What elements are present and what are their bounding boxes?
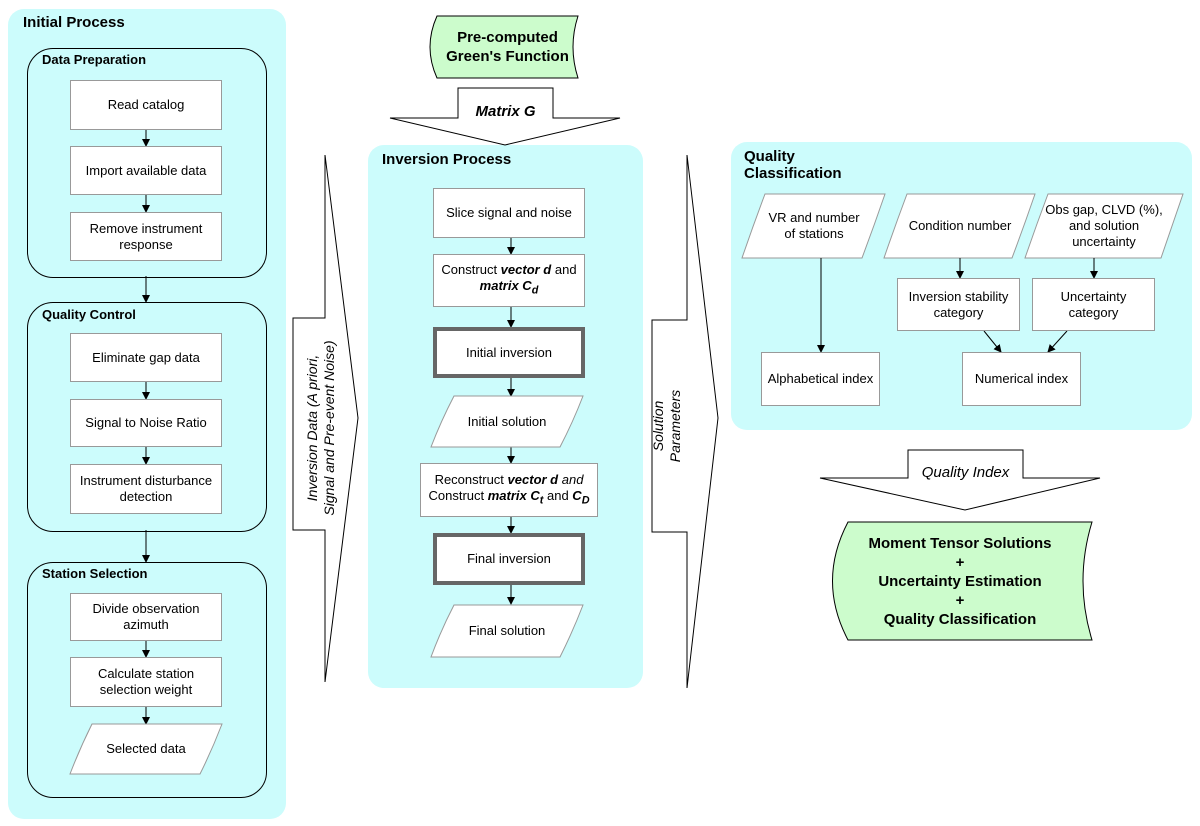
import-data-step: Import available data — [70, 146, 222, 195]
reconstruct-line2: Construct matrix Ct and CD — [428, 488, 589, 509]
quality-index-label: Quality Index — [921, 464, 1010, 481]
output-document-label: Moment Tensor Solutions + Uncertainty Es… — [848, 522, 1072, 640]
initial-solution-label: Initial solution — [467, 413, 547, 429]
solution-parameters-line2: Parameters — [667, 389, 683, 463]
station-selection-title: Station Selection — [42, 566, 148, 581]
output-line3: Quality Classification — [883, 610, 1037, 628]
inversion-stability-box: Inversion stability category — [897, 278, 1020, 331]
solution-parameters-line1: Solution — [650, 400, 666, 452]
greens-function-line2: Green's Function — [446, 48, 569, 65]
station-weight-step: Calculate station selection weight — [70, 657, 222, 707]
obs-input-shape — [1024, 193, 1184, 259]
final-solution-shape — [430, 604, 584, 658]
construct-vector-step: Construct vector d and matrix Cd — [433, 254, 585, 307]
cd-text: C — [572, 487, 582, 503]
reconstruct-pre: Reconstruct — [434, 471, 508, 487]
output-plus2: + — [955, 591, 965, 609]
construct-mid: and — [551, 262, 577, 278]
construct-vector-line1: Construct vector d and — [441, 262, 576, 278]
quality-connectors — [817, 258, 1098, 353]
snr-step: Signal to Noise Ratio — [70, 399, 222, 447]
reconstruct-step: Reconstruct vector d and Construct matri… — [420, 463, 598, 517]
matrix-ct-text: matrix C — [487, 487, 540, 503]
divide-azimuth-step: Divide observation azimuth — [70, 593, 222, 641]
greens-function-label: Pre-computed Green's Function — [437, 16, 578, 78]
final-inversion-step: Final inversion — [433, 533, 585, 585]
uncertainty-category-box: Uncertainty category — [1032, 278, 1155, 331]
reconstruct-line1: Reconstruct vector d and — [435, 472, 584, 488]
matrix-c-text: matrix C — [479, 278, 532, 294]
output-plus1: + — [955, 553, 965, 571]
vr-input-label: VR and number of stations — [768, 210, 860, 241]
construct-vector-line2: matrix Cd — [480, 278, 539, 299]
construct-pre2: Construct — [428, 487, 488, 503]
inversion-data-label: Inversion Data (A priori, Signal and Pre… — [304, 318, 344, 538]
alphabetical-index-box: Alphabetical index — [761, 352, 880, 406]
cd-subscript: D — [581, 494, 590, 507]
reconstruct-mid: and — [558, 471, 584, 487]
vector-d-text: vector d — [500, 262, 552, 278]
solution-parameters-arrow-shape — [651, 154, 719, 689]
obs-input-label: Obs gap, CLVD (%), and solution uncertai… — [1045, 202, 1163, 249]
vr-input-shape — [741, 193, 886, 259]
output-document-shape — [832, 521, 1093, 641]
matrix-g-arrow-shape — [389, 87, 621, 146]
matrix-c-subscript: d — [531, 284, 539, 297]
quality-classification-title: Quality Classification — [744, 148, 842, 182]
data-preparation-title: Data Preparation — [42, 52, 147, 67]
inversion-process-title: Inversion Process — [382, 151, 512, 168]
matrix-g-label: Matrix G — [475, 103, 536, 120]
selected-data-shape — [69, 723, 223, 775]
solution-parameters-label: Solution Parameters — [650, 371, 690, 481]
selected-data-label: Selected data — [106, 741, 186, 756]
greens-function-line1: Pre-computed — [457, 29, 558, 46]
matrix-ct-subscript: t — [539, 494, 544, 507]
condition-input-label: Condition number — [908, 218, 1012, 233]
inversion-data-line2: Signal and Pre-event Noise) — [321, 340, 337, 516]
reconstruct-vector-text: vector d — [507, 471, 559, 487]
greens-function-shape — [429, 15, 579, 79]
output-line1: Moment Tensor Solutions — [868, 534, 1052, 552]
remove-response-step: Remove instrument response — [70, 212, 222, 261]
output-line2: Uncertainty Estimation — [878, 572, 1042, 590]
disturbance-detection-step: Instrument disturbance detection — [70, 464, 222, 514]
quality-control-title: Quality Control — [42, 307, 136, 322]
initial-inversion-step: Initial inversion — [433, 327, 585, 378]
eliminate-gap-step: Eliminate gap data — [70, 333, 222, 382]
initial-solution-shape — [430, 395, 584, 448]
final-solution-label: Final solution — [468, 623, 546, 638]
inversion-data-line1: Inversion Data (A priori, — [304, 354, 320, 502]
quality-index-arrow-shape — [819, 449, 1101, 511]
reconstruct-and: and — [543, 487, 573, 503]
read-catalog-step: Read catalog — [70, 80, 222, 130]
inversion-data-arrow-shape — [292, 154, 359, 683]
quality-title-line2: Classification — [744, 165, 842, 182]
slice-signal-step: Slice signal and noise — [433, 188, 585, 238]
numerical-index-box: Numerical index — [962, 352, 1081, 406]
quality-title-line1: Quality — [744, 148, 795, 165]
construct-pre: Construct — [441, 262, 501, 278]
condition-input-shape — [883, 193, 1036, 259]
initial-process-title: Initial Process — [23, 14, 125, 31]
